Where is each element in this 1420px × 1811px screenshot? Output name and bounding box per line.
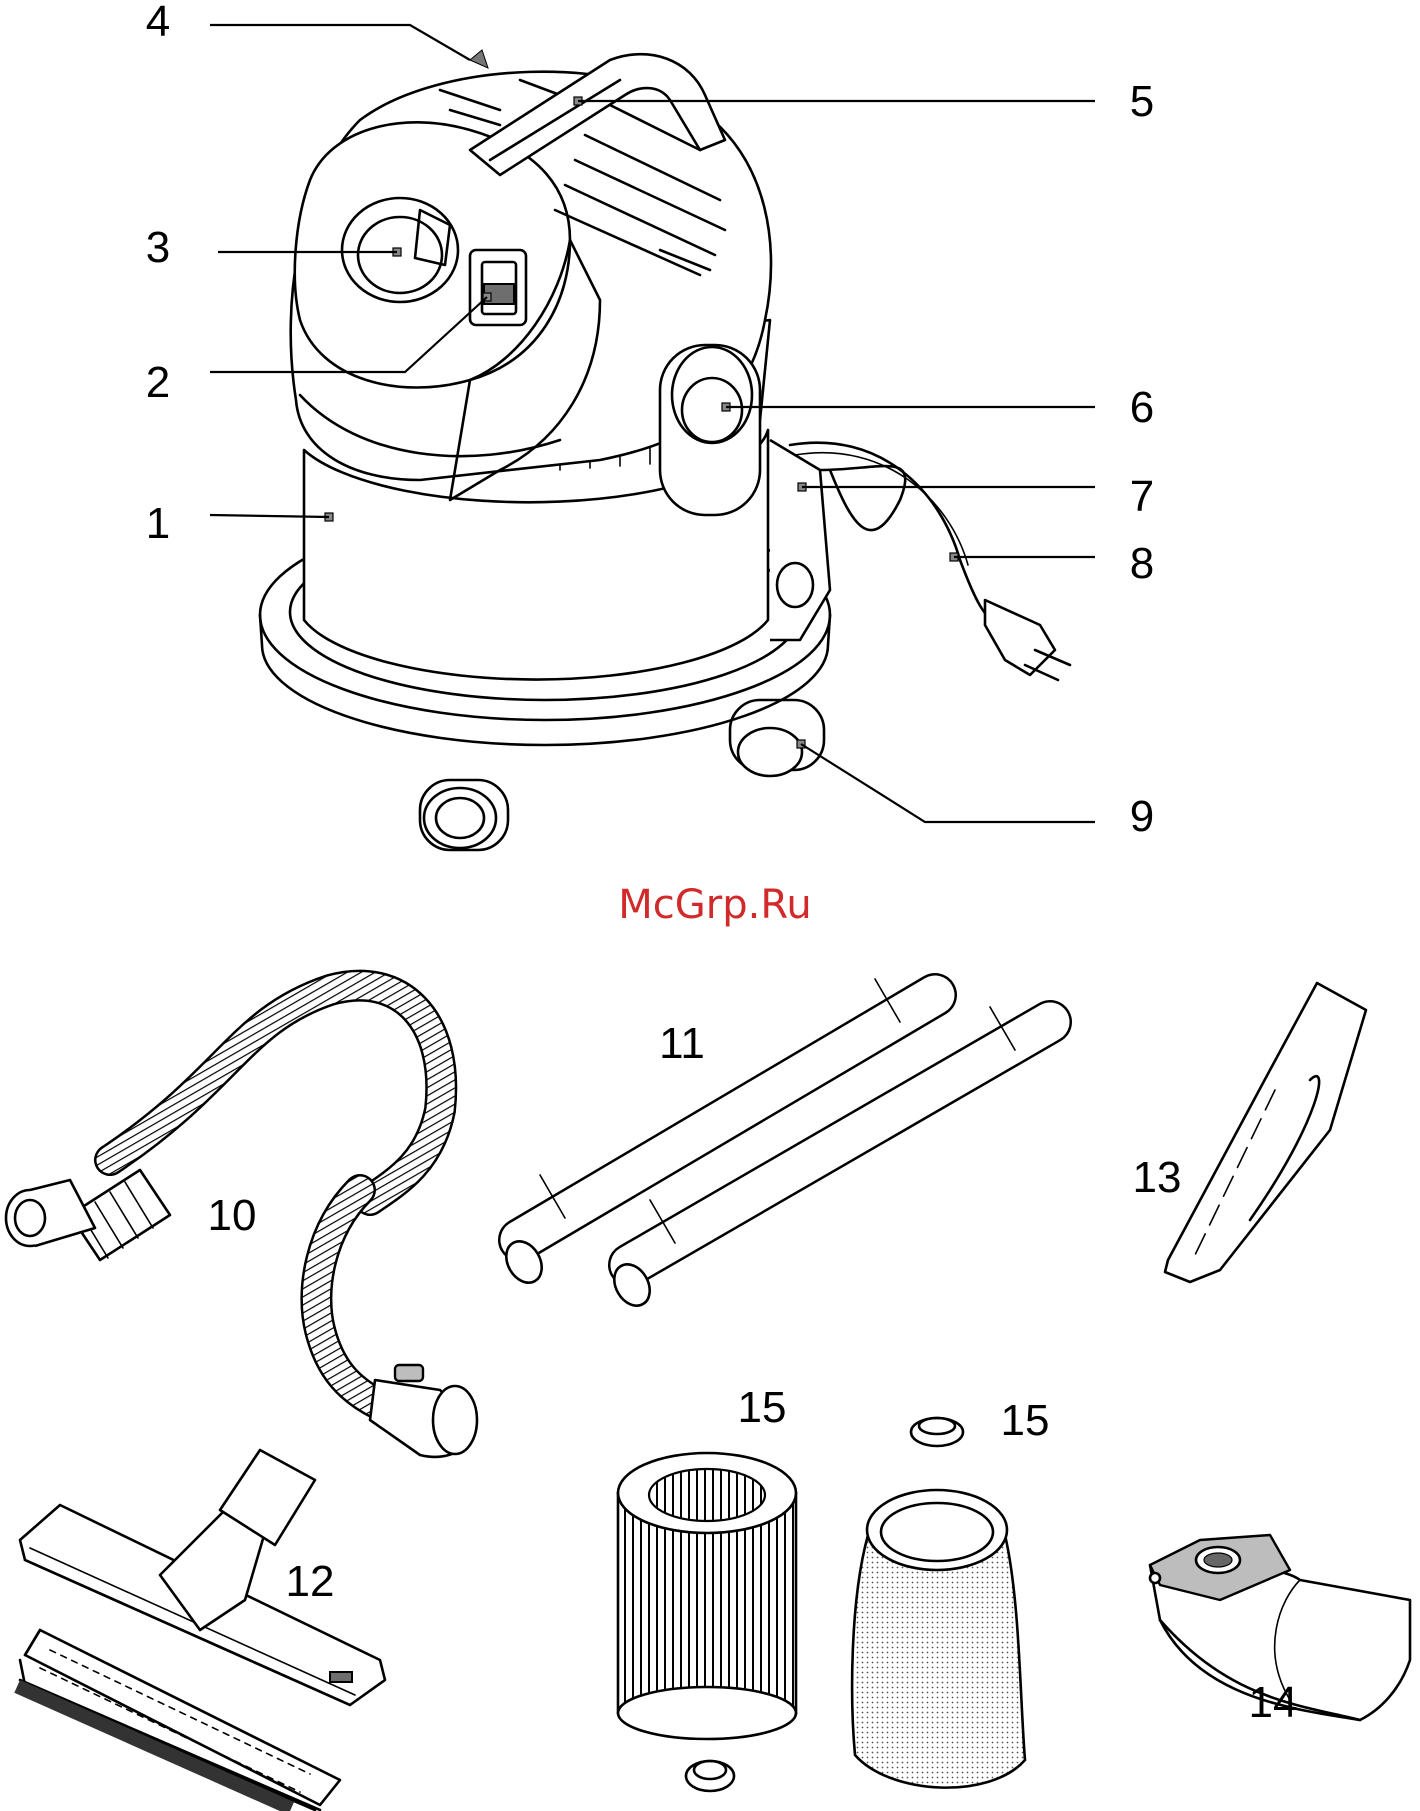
callout-13: 13: [1133, 1153, 1182, 1202]
callout-12: 12: [286, 1557, 335, 1606]
callout-11: 11: [659, 1019, 705, 1068]
cartridge-filter: [618, 1453, 796, 1791]
power-plug: [985, 600, 1070, 680]
callout-4: 4: [146, 0, 170, 46]
callout-7: 7: [1130, 472, 1154, 521]
callout-15-cartridge: 15: [738, 1383, 787, 1432]
callout-1: 1: [146, 499, 170, 548]
watermark-text: McGrp.Ru: [618, 882, 811, 928]
callout-14: 14: [1249, 1678, 1298, 1727]
callout-15-sleeve: 15: [1001, 1396, 1050, 1445]
callout-3: 3: [146, 223, 170, 272]
lock-latch: [660, 345, 760, 515]
suction-tubes: [499, 979, 1050, 1312]
callout-5: 5: [1130, 77, 1154, 126]
caster-wheel-front: [420, 780, 508, 850]
power-switch: [470, 250, 526, 325]
filter-sleeve: [852, 1418, 1025, 1788]
callout-9: 9: [1130, 792, 1154, 841]
crevice-nozzle: [1165, 983, 1366, 1282]
vacuum-cleaner-illustration: 1 2 3 4 5 6 7 8 9: [146, 0, 1154, 850]
floor-nozzle: [14, 1450, 385, 1811]
callout-2: 2: [146, 358, 170, 407]
caster-wheel-rear: [730, 700, 824, 776]
callout-6: 6: [1130, 383, 1154, 432]
callout-10: 10: [208, 1191, 257, 1240]
callout-8: 8: [1130, 539, 1154, 588]
